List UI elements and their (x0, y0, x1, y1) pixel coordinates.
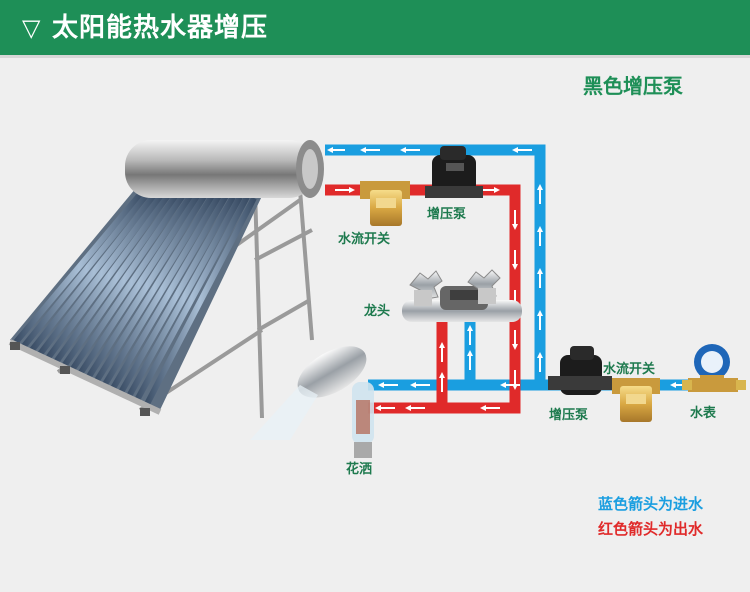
shower-head-icon (250, 346, 374, 458)
label-pump-top: 增压泵 (427, 207, 467, 222)
solar-water-heater-icon (8, 140, 324, 419)
label-pump-right: 增压泵 (549, 408, 589, 423)
flow-switch-icon (360, 181, 410, 226)
triangle-down-icon: ▽ (22, 14, 41, 42)
page-title: 太阳能热水器增压 (52, 13, 269, 43)
flow-switch-icon (612, 378, 660, 422)
water-meter-icon (682, 344, 746, 392)
booster-pump-icon (425, 146, 483, 198)
header-banner: ▽ 太阳能热水器增压 (0, 0, 750, 58)
label-water-meter: 水表 (690, 406, 717, 421)
label-flow-switch-top: 水流开关 (338, 232, 391, 247)
booster-pump-icon (548, 346, 612, 395)
label-faucet: 龙头 (364, 304, 391, 319)
label-shower: 花洒 (346, 462, 373, 477)
faucet-icon (402, 269, 522, 322)
label-flow-switch-right: 水流开关 (603, 362, 656, 377)
subtitle: 黑色增压泵 (583, 74, 683, 98)
legend-blue: 蓝色箭头为进水 (598, 495, 704, 513)
legend-red: 红色箭头为出水 (598, 520, 704, 538)
